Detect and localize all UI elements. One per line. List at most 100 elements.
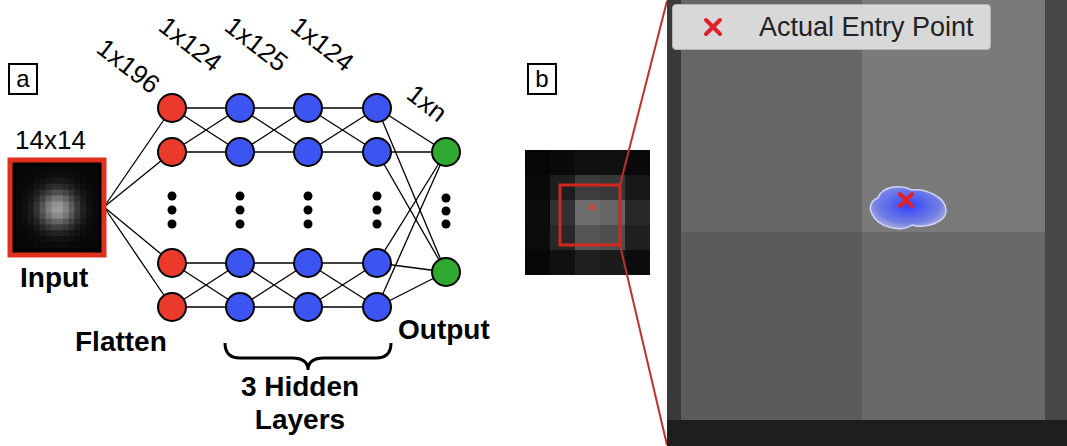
input-pixel: [80, 172, 86, 178]
input-size: 14x14: [15, 126, 86, 156]
input-pixel: [92, 230, 98, 236]
small-pixel: [550, 250, 575, 275]
input-pixel: [69, 219, 75, 225]
input-pixel: [22, 236, 28, 242]
ellipsis-dot: [442, 207, 451, 216]
input-pixel: [63, 172, 69, 178]
input-pixel: [16, 201, 22, 207]
layer-name: Flatten: [75, 326, 167, 358]
input-pixel: [39, 236, 45, 242]
input-pixel: [63, 178, 69, 184]
neurons: [158, 94, 460, 321]
input-pixel: [69, 189, 75, 195]
hidden-neuron: [226, 293, 254, 321]
input-pixel: [34, 213, 40, 219]
ellipsis-dot: [442, 220, 451, 229]
ellipsis-dot: [442, 194, 451, 203]
small-pixel: [525, 225, 550, 250]
input-pixel: [80, 213, 86, 219]
input-pixel: [86, 213, 92, 219]
input-pixel: [45, 166, 51, 172]
input-pixel: [69, 207, 75, 213]
input-pixel: [92, 172, 98, 178]
input-pixel: [75, 230, 81, 236]
input-pixel: [28, 201, 34, 207]
marker-stroke: [706, 20, 720, 34]
input-pixel: [45, 225, 51, 231]
hidden-neuron: [363, 94, 391, 122]
input-pixel: [92, 236, 98, 242]
hidden-layer-brace: [225, 343, 391, 370]
input-pixel: [92, 207, 98, 213]
input-pixel: [63, 166, 69, 172]
input-pixel: [34, 201, 40, 207]
input-pixel: [45, 213, 51, 219]
input-pixel: [45, 178, 51, 184]
input-pixel: [69, 201, 75, 207]
input-pixel: [57, 189, 63, 195]
hidden-neuron: [363, 138, 391, 166]
input-pixel: [51, 189, 57, 195]
small-image-ground: [525, 150, 650, 275]
layer-name: 3 Hidden Layers: [215, 370, 385, 436]
input-pixel: [80, 184, 86, 190]
input-pixel: [22, 172, 28, 178]
flatten-neuron: [158, 293, 186, 321]
small-pixel: [575, 150, 600, 175]
input-pixel: [28, 195, 34, 201]
input-pixel: [51, 172, 57, 178]
ellipsis-dot: [304, 220, 313, 229]
hidden-neuron: [226, 249, 254, 277]
input-pixel: [28, 184, 34, 190]
input-pixel: [39, 184, 45, 190]
input-pixel: [75, 207, 81, 213]
input-pixel: [75, 178, 81, 184]
input-pixel: [34, 189, 40, 195]
hidden-neuron: [294, 94, 322, 122]
input-pixel: [80, 178, 86, 184]
input-pixel: [51, 201, 57, 207]
hidden-neuron: [294, 293, 322, 321]
input-pixel: [69, 166, 75, 172]
probability-blob: [870, 187, 946, 229]
input-pixel: [16, 236, 22, 242]
input-pixel: [86, 178, 92, 184]
input-pixel: [92, 178, 98, 184]
layer-name: Input: [20, 262, 88, 294]
input-image-frame: [10, 160, 104, 255]
input-pixel: [69, 225, 75, 231]
input-pixel: [92, 166, 98, 172]
input-pixel: [75, 166, 81, 172]
small-pixel: [550, 175, 575, 200]
input-pixel: [39, 178, 45, 184]
input-pixel: [45, 242, 51, 248]
input-pixel: [86, 207, 92, 213]
ellipsis-dot: [168, 220, 177, 229]
input-pixel: [22, 184, 28, 190]
input-pixel: [80, 230, 86, 236]
marker-stroke: [706, 20, 720, 34]
flatten-neuron: [158, 249, 186, 277]
input-pixel: [57, 230, 63, 236]
small-pixel: [625, 175, 650, 200]
output-connection: [377, 152, 446, 307]
input-pixel: [63, 219, 69, 225]
input-pixel: [22, 242, 28, 248]
input-pixel: [57, 178, 63, 184]
input-pixel: [22, 201, 28, 207]
input-pixel: [34, 230, 40, 236]
small-pixel: [625, 250, 650, 275]
output-neuron: [432, 258, 460, 286]
input-pixel: [28, 225, 34, 231]
ellipsis-dot: [304, 206, 313, 215]
input-pixel: [86, 166, 92, 172]
input-pixel: [28, 236, 34, 242]
input-pixel: [63, 184, 69, 190]
input-pixel: [28, 230, 34, 236]
input-pixel: [86, 242, 92, 248]
input-pixel: [92, 195, 98, 201]
input-pixel: [69, 236, 75, 242]
input-pixel: [86, 172, 92, 178]
input-pixel: [51, 219, 57, 225]
input-pixel: [57, 195, 63, 201]
